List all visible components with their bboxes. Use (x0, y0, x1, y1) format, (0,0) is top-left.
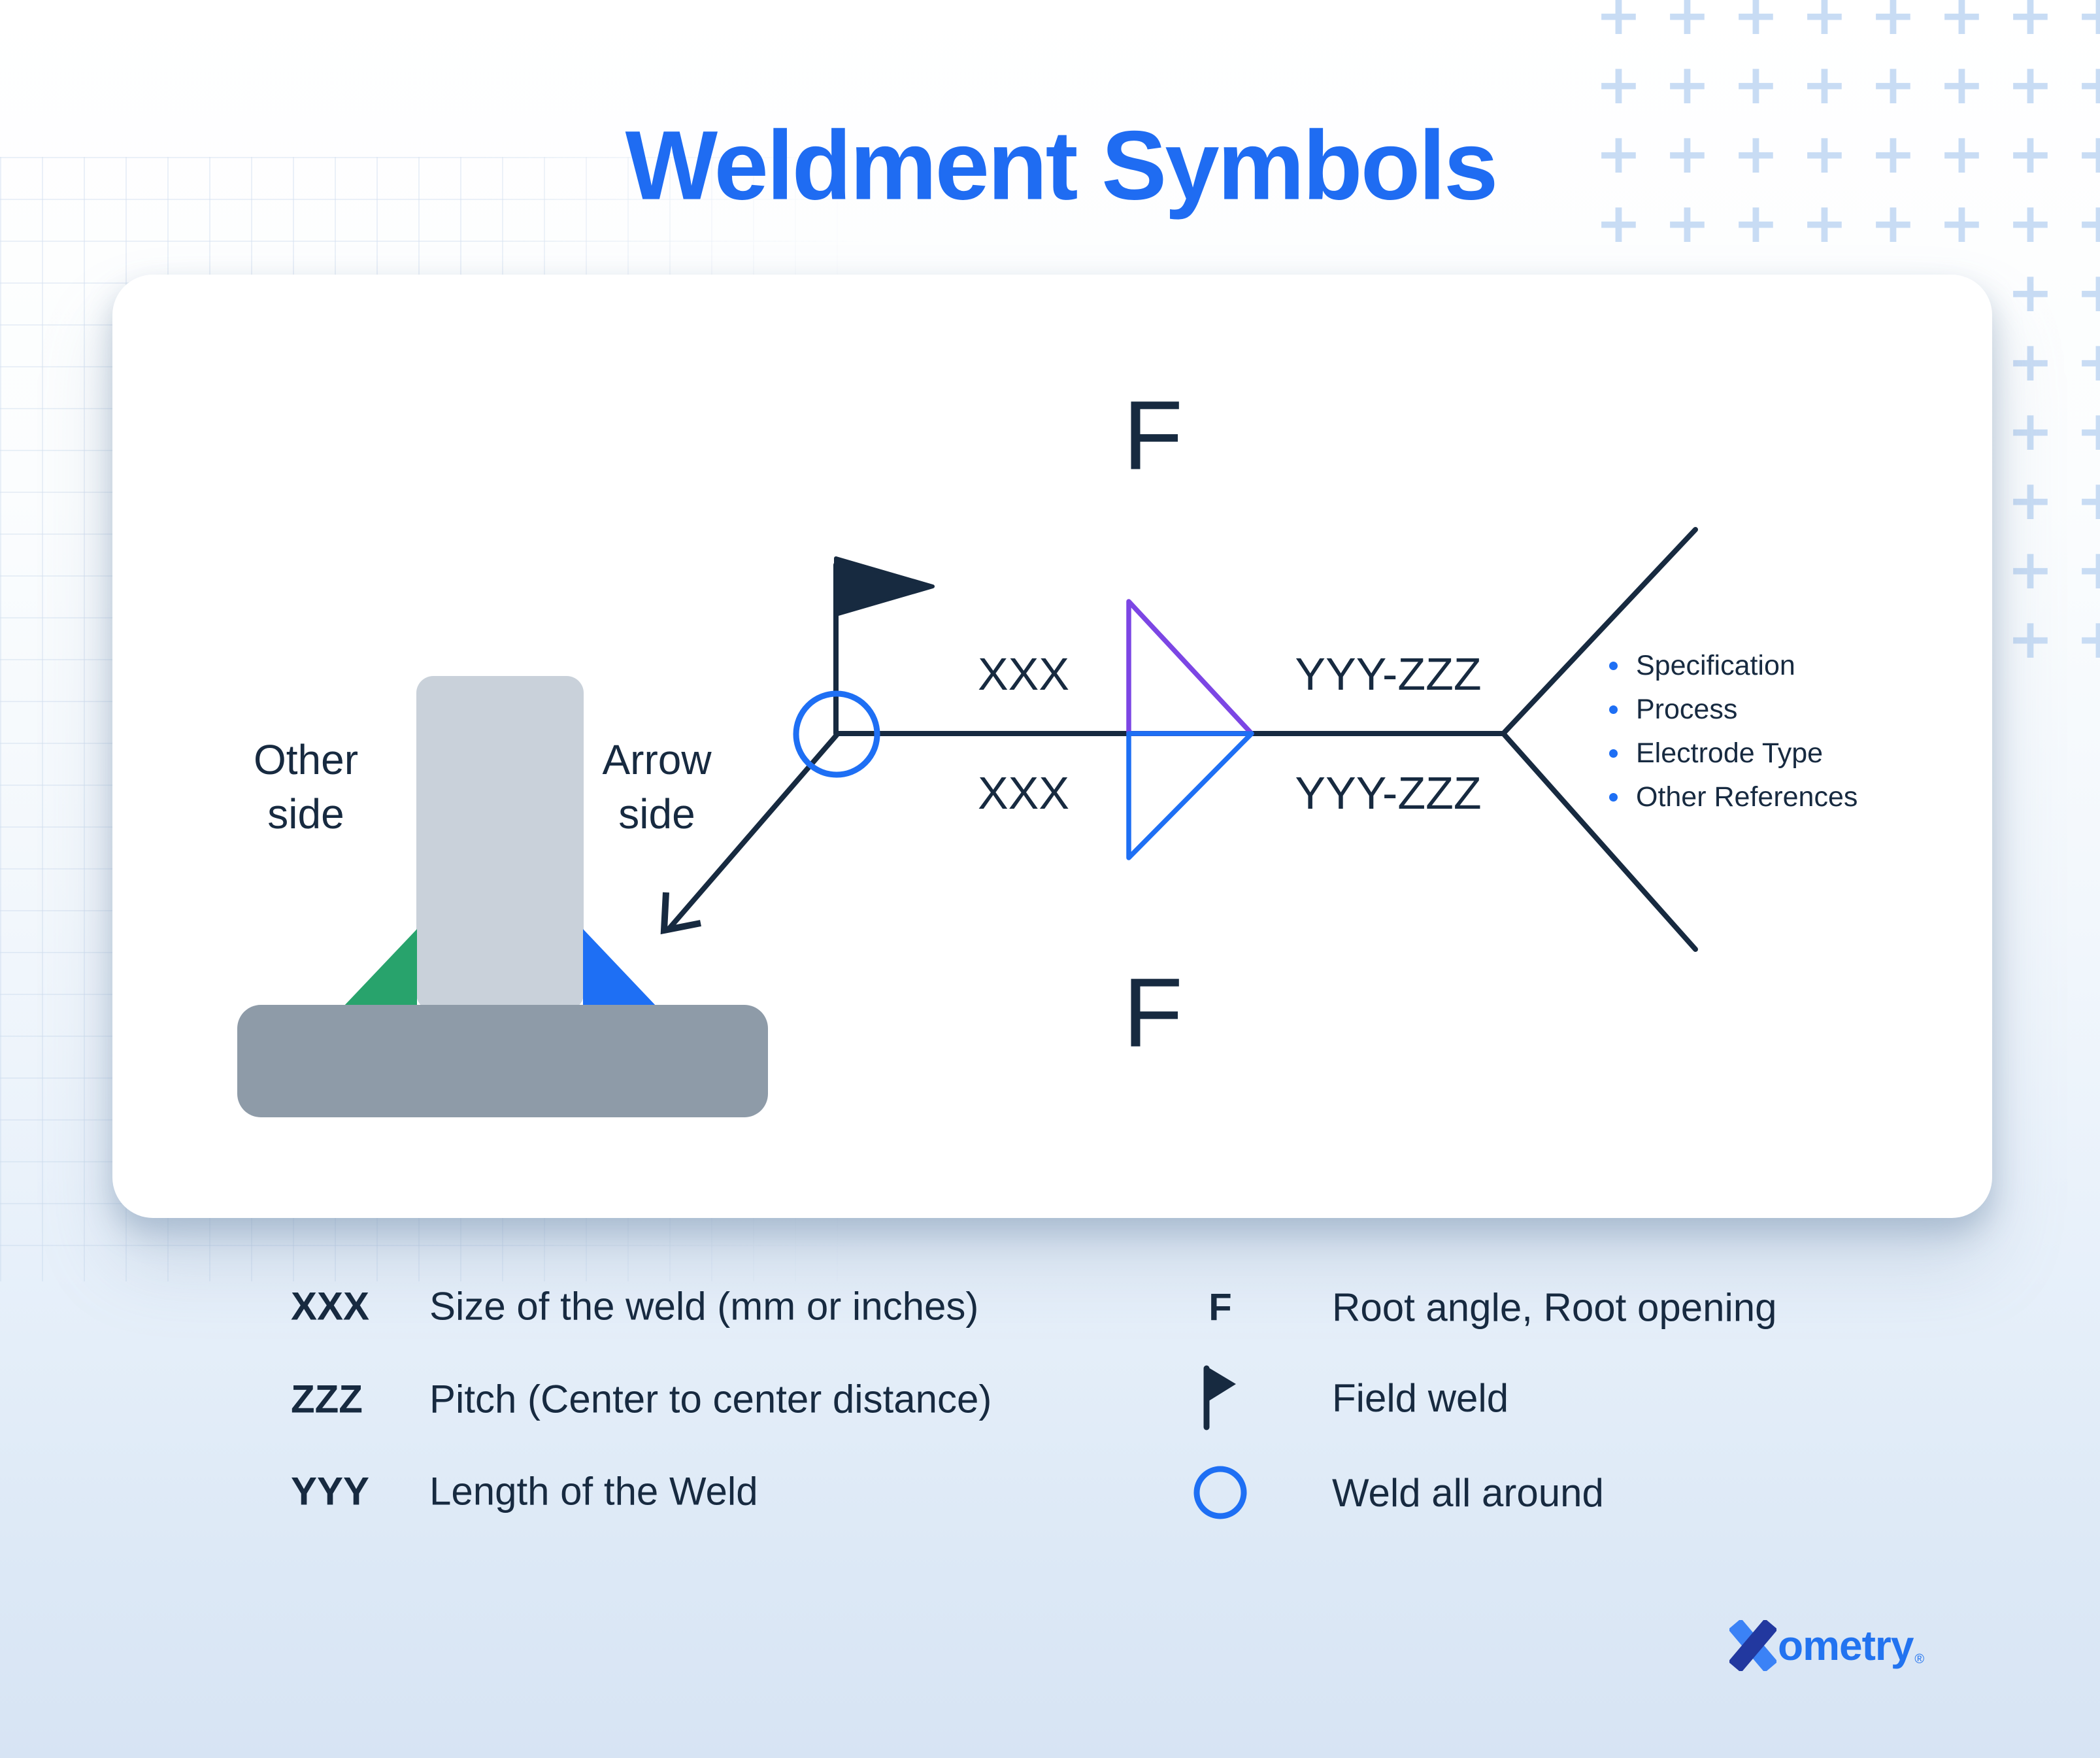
legend-row-yyy: YYY Length of the Weld (291, 1469, 758, 1513)
list-item: Process (1609, 688, 1858, 732)
bullet-dot-icon (1609, 662, 1618, 670)
tail-reference-list: Specification Process Electrode Type Oth… (1609, 644, 1858, 819)
list-item: Other References (1609, 775, 1858, 819)
weld-size-label-top: XXX (977, 649, 1070, 700)
legend-row-xxx: XXX Size of the weld (mm or inches) (291, 1284, 979, 1328)
bullet-dot-icon (1609, 705, 1618, 714)
bullet-dot-icon (1609, 793, 1618, 802)
arrow-side-label: Arrow side (602, 735, 712, 837)
registered-mark: ® (1914, 1652, 1925, 1666)
legend-row-weld-all-around: Weld all around (1178, 1465, 1604, 1520)
page-title: Weldment Symbols (625, 110, 1499, 220)
field-weld-flag-icon (1178, 1365, 1263, 1430)
xometry-wordmark: ometry (1778, 1622, 1914, 1669)
f-symbol: F (1208, 1286, 1232, 1329)
legend-row-f: F Root angle, Root opening (1178, 1285, 1776, 1330)
list-item: Specification (1609, 644, 1858, 688)
length-pitch-label-top: YYY-ZZZ (1295, 649, 1482, 700)
other-side-label: Other side (253, 735, 359, 837)
root-angle-symbol-top: F (1123, 380, 1183, 490)
xometry-x-icon (1729, 1620, 1776, 1671)
xometry-logo: ometry ® (1729, 1620, 1924, 1671)
root-angle-symbol-bottom: F (1123, 957, 1183, 1068)
legend-row-field-weld: Field weld (1178, 1365, 1508, 1430)
weld-size-label-bottom: XXX (977, 768, 1070, 819)
length-pitch-label-bottom: YYY-ZZZ (1295, 768, 1482, 819)
legend-row-zzz: ZZZ Pitch (Center to center distance) (291, 1377, 992, 1421)
bullet-dot-icon (1609, 749, 1618, 758)
list-item: Electrode Type (1609, 732, 1858, 775)
weld-all-around-circle-icon (1178, 1465, 1263, 1520)
